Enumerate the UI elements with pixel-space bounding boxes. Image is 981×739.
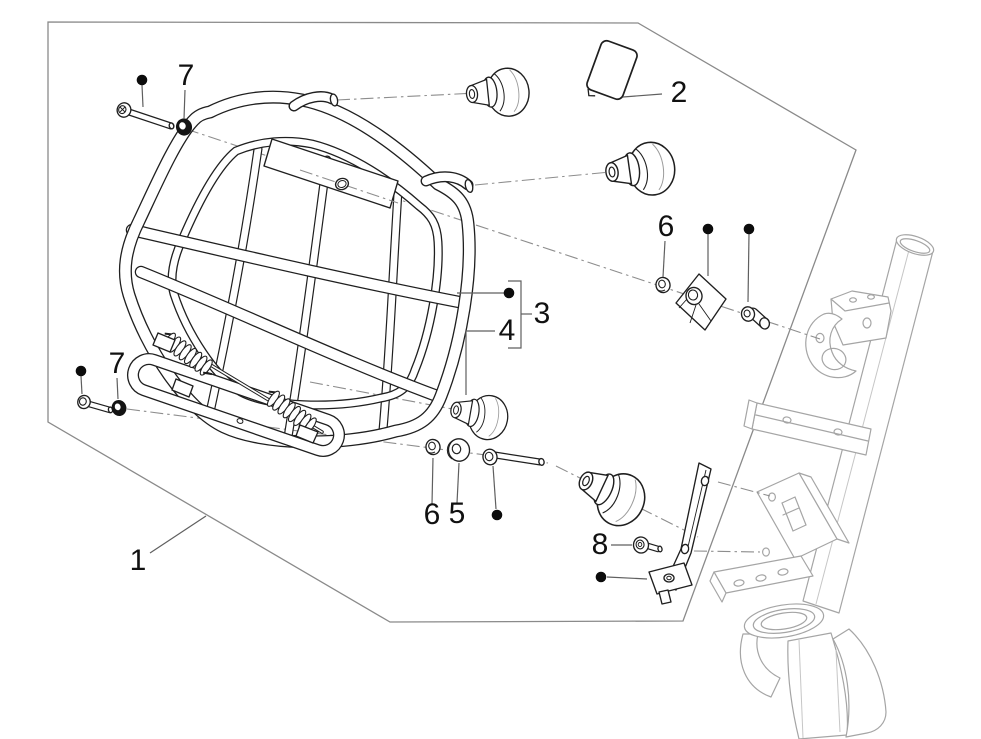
rack-cross-rails <box>125 223 471 403</box>
screw-7-upper <box>116 102 175 130</box>
marker-dot-leaders <box>80 84 750 580</box>
washer-6-lower <box>425 438 441 456</box>
stud-bolt <box>482 448 545 466</box>
nut-6-upper <box>655 276 671 294</box>
rack-hook-right <box>420 171 474 194</box>
steering-column-context <box>709 234 935 739</box>
spring-anchor-clip <box>152 332 176 353</box>
spring-end-clip <box>295 424 319 444</box>
callout-6-upper: 6 <box>657 210 675 243</box>
part-marker-dot <box>503 287 515 299</box>
callout-2: 2 <box>670 76 688 109</box>
part-marker-dot <box>491 509 503 521</box>
part-marker-dot <box>702 223 714 235</box>
callout-4: 4 <box>498 314 516 347</box>
rubber-buffer-part4 <box>446 388 512 444</box>
callout-7-lower: 7 <box>108 347 126 380</box>
callout-8: 8 <box>591 528 609 561</box>
pivot-bushing <box>740 306 771 330</box>
rack-bumper-bar <box>127 353 345 457</box>
washer-7-upper <box>175 118 193 136</box>
part-marker-dot <box>75 365 87 377</box>
part-marker-dot <box>136 74 148 86</box>
spacer-5 <box>446 438 471 462</box>
front-rack <box>118 90 476 457</box>
rubber-buffer-lower <box>567 455 654 535</box>
screw-8 <box>632 536 663 554</box>
support-bracket <box>648 462 712 605</box>
rack-outer-frame <box>118 90 476 449</box>
rack-top-plate <box>263 138 399 209</box>
callout-5: 5 <box>448 497 466 530</box>
mounting-plate <box>675 273 727 331</box>
part-marker-dot <box>743 223 755 235</box>
boundary-frame <box>47 21 857 623</box>
screw-7-lower <box>77 394 114 414</box>
callout-7-upper: 7 <box>177 59 195 92</box>
marker-dots <box>75 74 755 583</box>
part-marker-dot <box>595 571 607 583</box>
callout-1: 1 <box>129 544 147 577</box>
washer-7-lower <box>111 400 127 416</box>
rubber-pad-part2 <box>586 39 638 101</box>
callout-leaders <box>116 89 666 554</box>
callout-6-lower: 6 <box>423 498 441 531</box>
rack-hook-upper <box>288 91 339 112</box>
rubber-buffer-right <box>601 138 679 202</box>
callout-4-leader <box>465 330 495 395</box>
rubber-buffer-top <box>463 65 533 122</box>
callout-3: 3 <box>533 297 551 330</box>
